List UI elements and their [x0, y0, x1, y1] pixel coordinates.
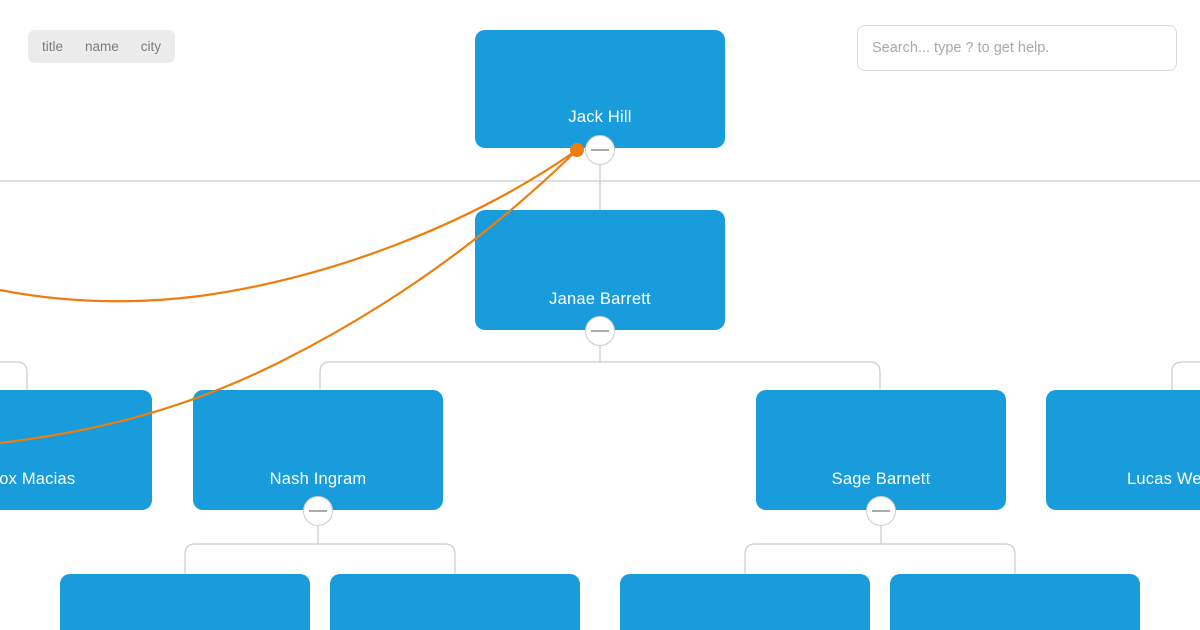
- node-sage-barnett[interactable]: Sage Barnett: [756, 390, 1006, 510]
- link-sage-children-span: [744, 543, 1016, 575]
- node-label: Janae Barrett: [549, 290, 651, 308]
- collapse-button-nash-ingram[interactable]: [303, 496, 333, 526]
- search-input[interactable]: [857, 25, 1177, 71]
- node-label: Nash Ingram: [269, 470, 367, 488]
- filter-button-title[interactable]: title: [31, 31, 74, 62]
- link-nash-children-span: [184, 543, 456, 575]
- minus-icon: [309, 510, 327, 512]
- node-lucas-west[interactable]: Lucas West: [1046, 390, 1200, 510]
- link-janae-to-nash-and-sage: [319, 361, 881, 391]
- minus-icon: [591, 149, 609, 151]
- node-jack-hill[interactable]: Jack Hill: [475, 30, 725, 148]
- link-offscreen-left-to-knox: [0, 361, 28, 391]
- node-label: Knox Macias: [0, 470, 76, 488]
- node-row4-child-4[interactable]: [890, 574, 1140, 630]
- filter-button-group: title name city: [28, 30, 176, 63]
- node-label: Lucas West: [1127, 470, 1200, 488]
- node-label: Jack Hill: [568, 108, 632, 126]
- node-nash-ingram[interactable]: Nash Ingram: [193, 390, 443, 510]
- node-janae-barrett[interactable]: Janae Barrett: [475, 210, 725, 330]
- node-label: Sage Barnett: [831, 470, 931, 488]
- link-offscreen-right-to-lucas: [1171, 361, 1200, 391]
- node-knox-macias[interactable]: Knox Macias: [0, 390, 152, 510]
- minus-icon: [872, 510, 890, 512]
- filter-button-city[interactable]: city: [130, 31, 172, 62]
- node-row4-child-1[interactable]: [60, 574, 310, 630]
- collapse-button-sage-barnett[interactable]: [866, 496, 896, 526]
- node-row4-child-3[interactable]: [620, 574, 870, 630]
- collapse-button-janae-barrett[interactable]: [585, 316, 615, 346]
- node-row4-child-2[interactable]: [330, 574, 580, 630]
- filter-button-name[interactable]: name: [74, 31, 130, 62]
- minus-icon: [591, 330, 609, 332]
- collapse-button-jack-hill[interactable]: [585, 135, 615, 165]
